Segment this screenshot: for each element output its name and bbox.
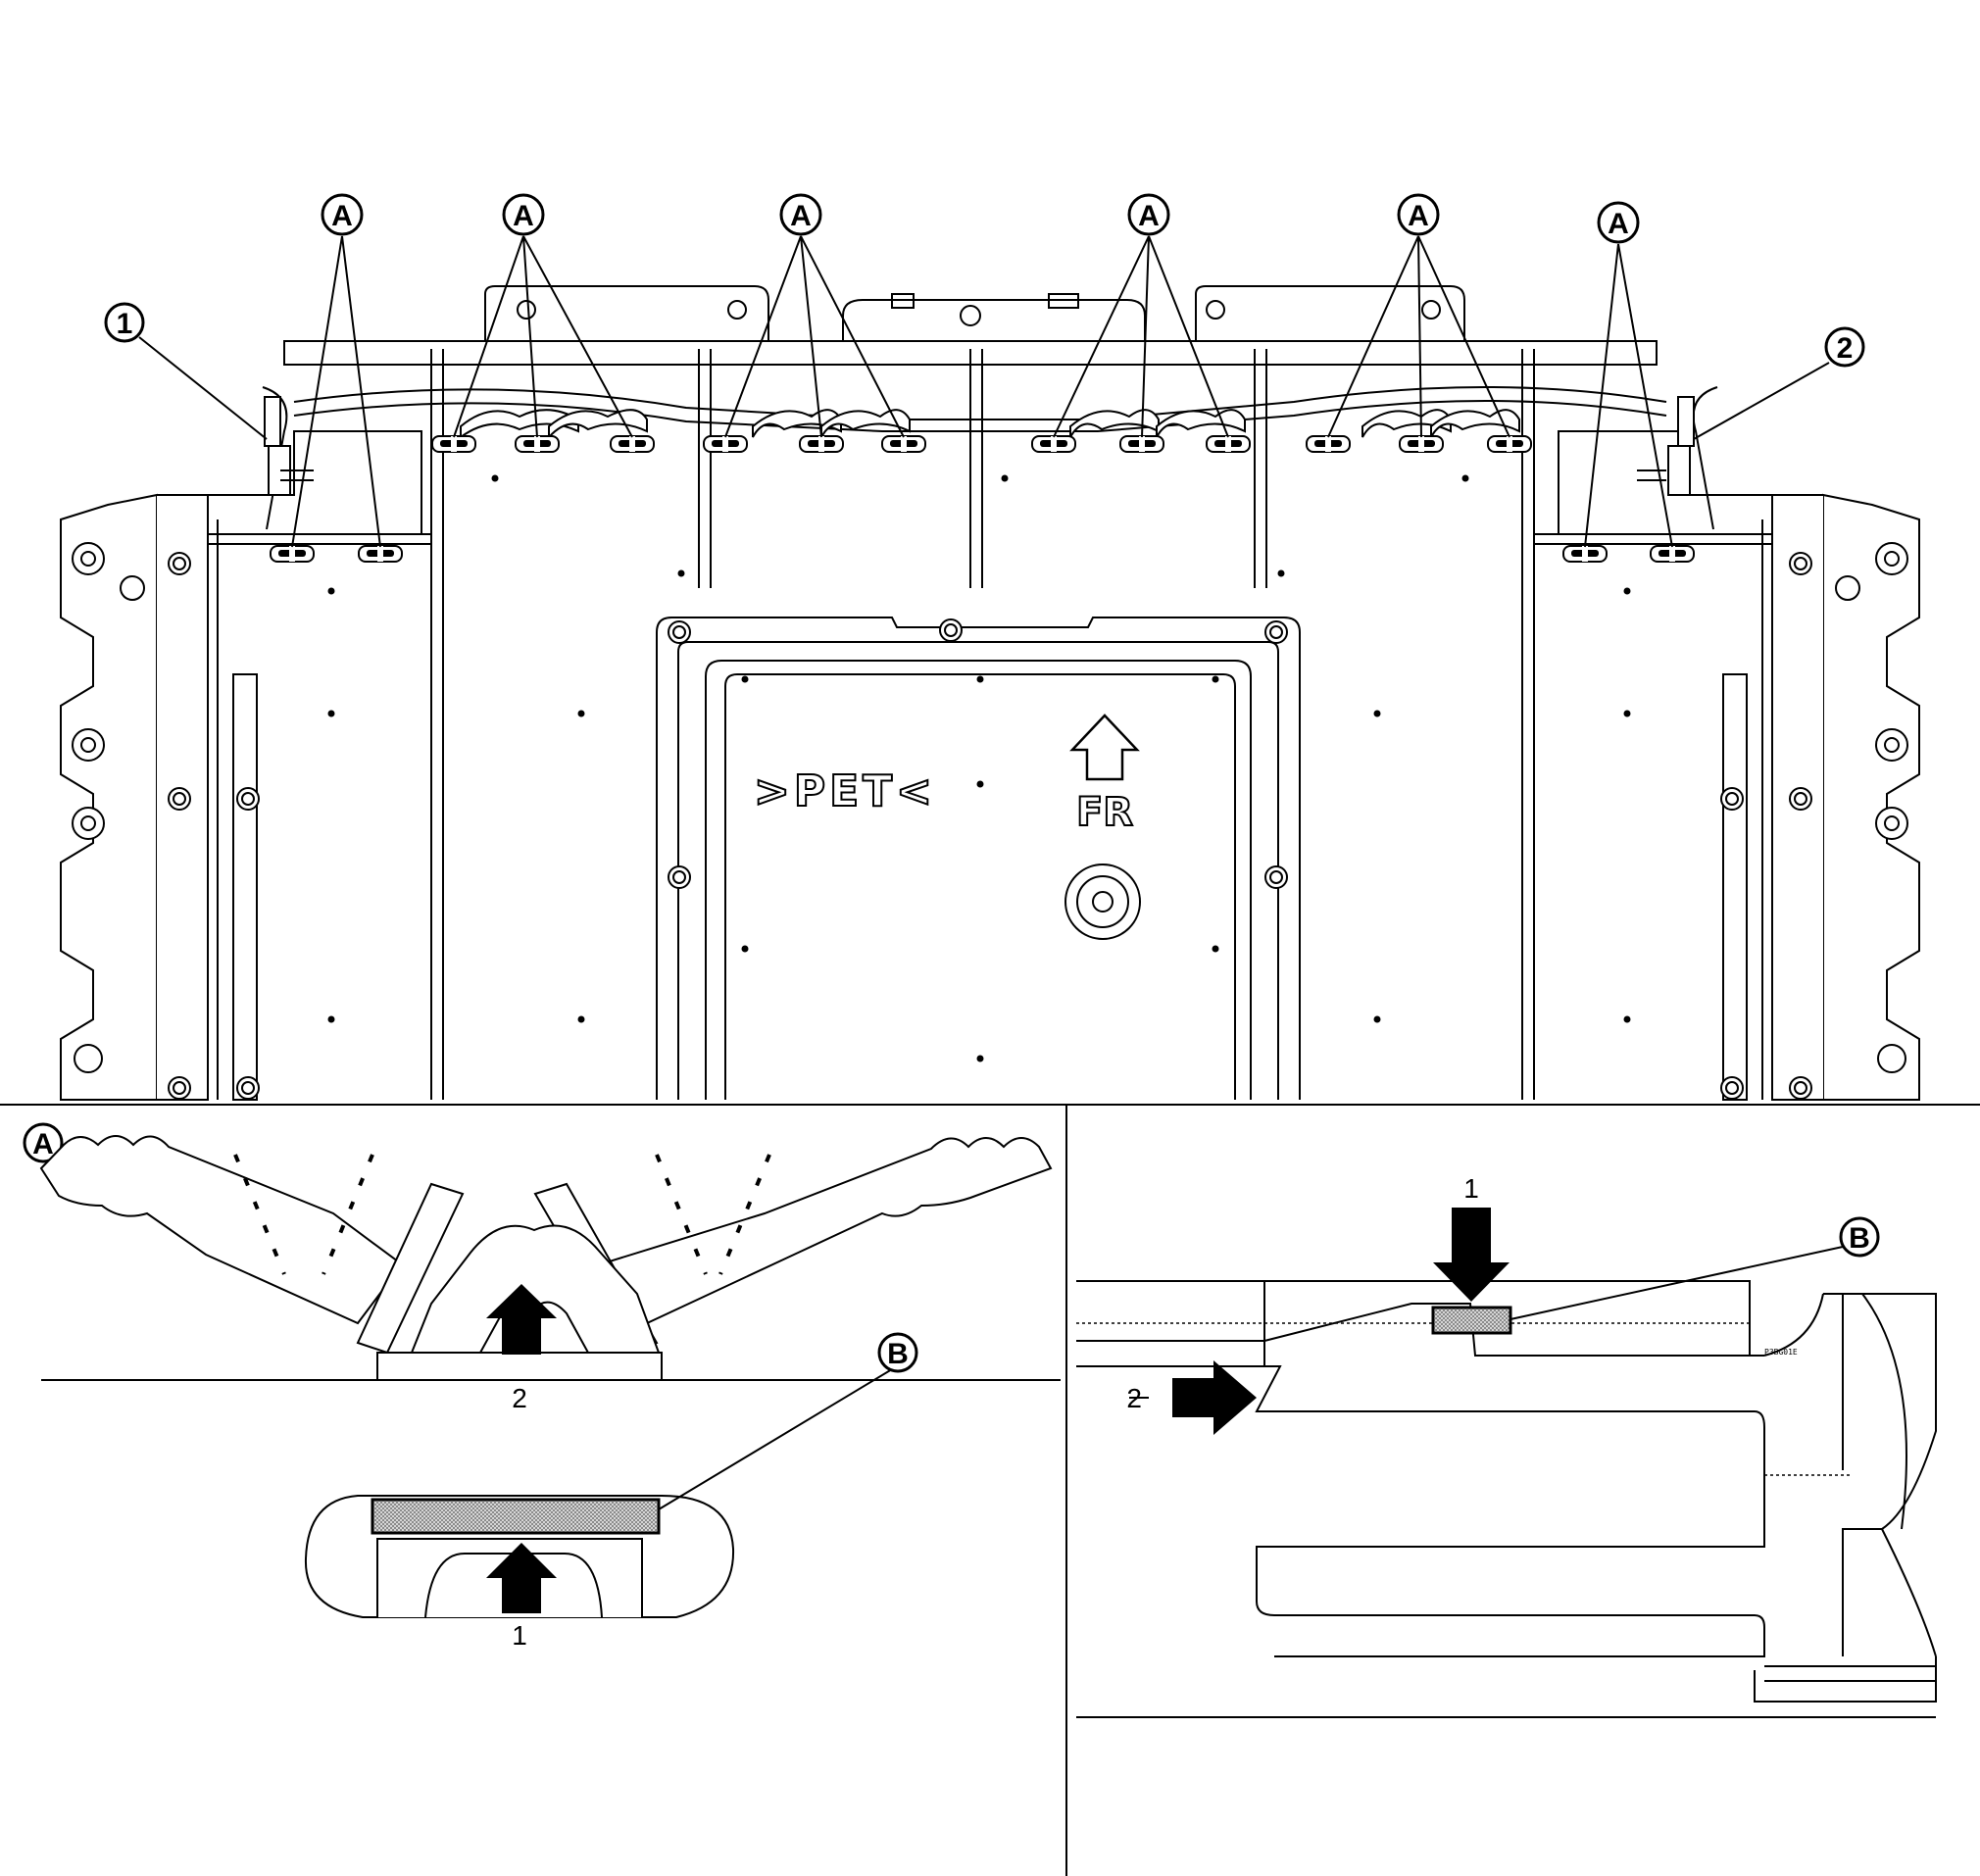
detail-a-tape-callout: B — [877, 1332, 918, 1373]
drain-plug — [1064, 864, 1141, 940]
detail-a-clip-closeup: A 2 — [23, 1122, 1061, 1651]
detail-b-arrow-2-label: 2 — [1126, 1383, 1142, 1413]
svg-text:A: A — [513, 200, 534, 232]
callout-a-5: A — [1397, 193, 1440, 236]
detail-a-inset-label: A — [23, 1122, 64, 1163]
material-marking: >PET< — [754, 766, 936, 816]
svg-text:A: A — [790, 200, 812, 232]
svg-text:A: A — [331, 200, 353, 232]
detail-b-tape-callout: B — [1839, 1216, 1880, 1258]
svg-text:B: B — [887, 1338, 909, 1370]
connector-right — [1637, 396, 1695, 496]
front-direction-arrow-icon — [1069, 714, 1140, 781]
corrugated-harness — [460, 409, 1520, 440]
drawing-code: P3BG01E — [1764, 1348, 1798, 1357]
callout-a-4: A — [1127, 193, 1170, 236]
svg-text:B: B — [1849, 1222, 1870, 1255]
callout-leaders — [138, 235, 1830, 548]
battery-pack-overview: >PET< FR A — [60, 193, 1920, 1101]
svg-text:2: 2 — [1837, 332, 1854, 365]
cover-bolts — [168, 552, 1812, 1100]
detail-b-arrow-1-label: 1 — [1463, 1173, 1479, 1204]
push-arrow-icon — [486, 1284, 557, 1355]
callout-a-1: A — [321, 193, 364, 236]
panel-dividers — [0, 1104, 1980, 1876]
tape-b-detail-b — [1431, 1306, 1512, 1335]
callout-2: 2 — [1824, 326, 1865, 368]
push-arrow-icon — [1433, 1208, 1510, 1302]
callout-a-2: A — [502, 193, 545, 236]
rivet-holes — [327, 474, 1631, 1062]
detail-b-side-section: P3BG01E 1 2 B — [1076, 1173, 1937, 1718]
front-direction-label: FR — [1076, 790, 1133, 835]
svg-text:A: A — [32, 1128, 54, 1160]
connector-left — [264, 396, 314, 496]
svg-text:1: 1 — [117, 308, 133, 340]
callout-1: 1 — [104, 302, 145, 343]
svg-text:A: A — [1138, 200, 1160, 232]
svg-text:A: A — [1408, 200, 1429, 232]
push-arrow-icon — [1172, 1360, 1257, 1435]
detail-a-arrow-1-label: 1 — [512, 1620, 527, 1651]
detail-a-arrow-2-label: 2 — [512, 1383, 527, 1413]
push-arrow-icon — [486, 1543, 557, 1613]
upper-frame — [283, 285, 1667, 1100]
tape-b-detail-a — [371, 1498, 661, 1535]
callout-a-3: A — [779, 193, 822, 236]
lower-cover — [656, 617, 1301, 1100]
svg-text:A: A — [1608, 208, 1629, 240]
callout-a-6: A — [1597, 201, 1640, 244]
